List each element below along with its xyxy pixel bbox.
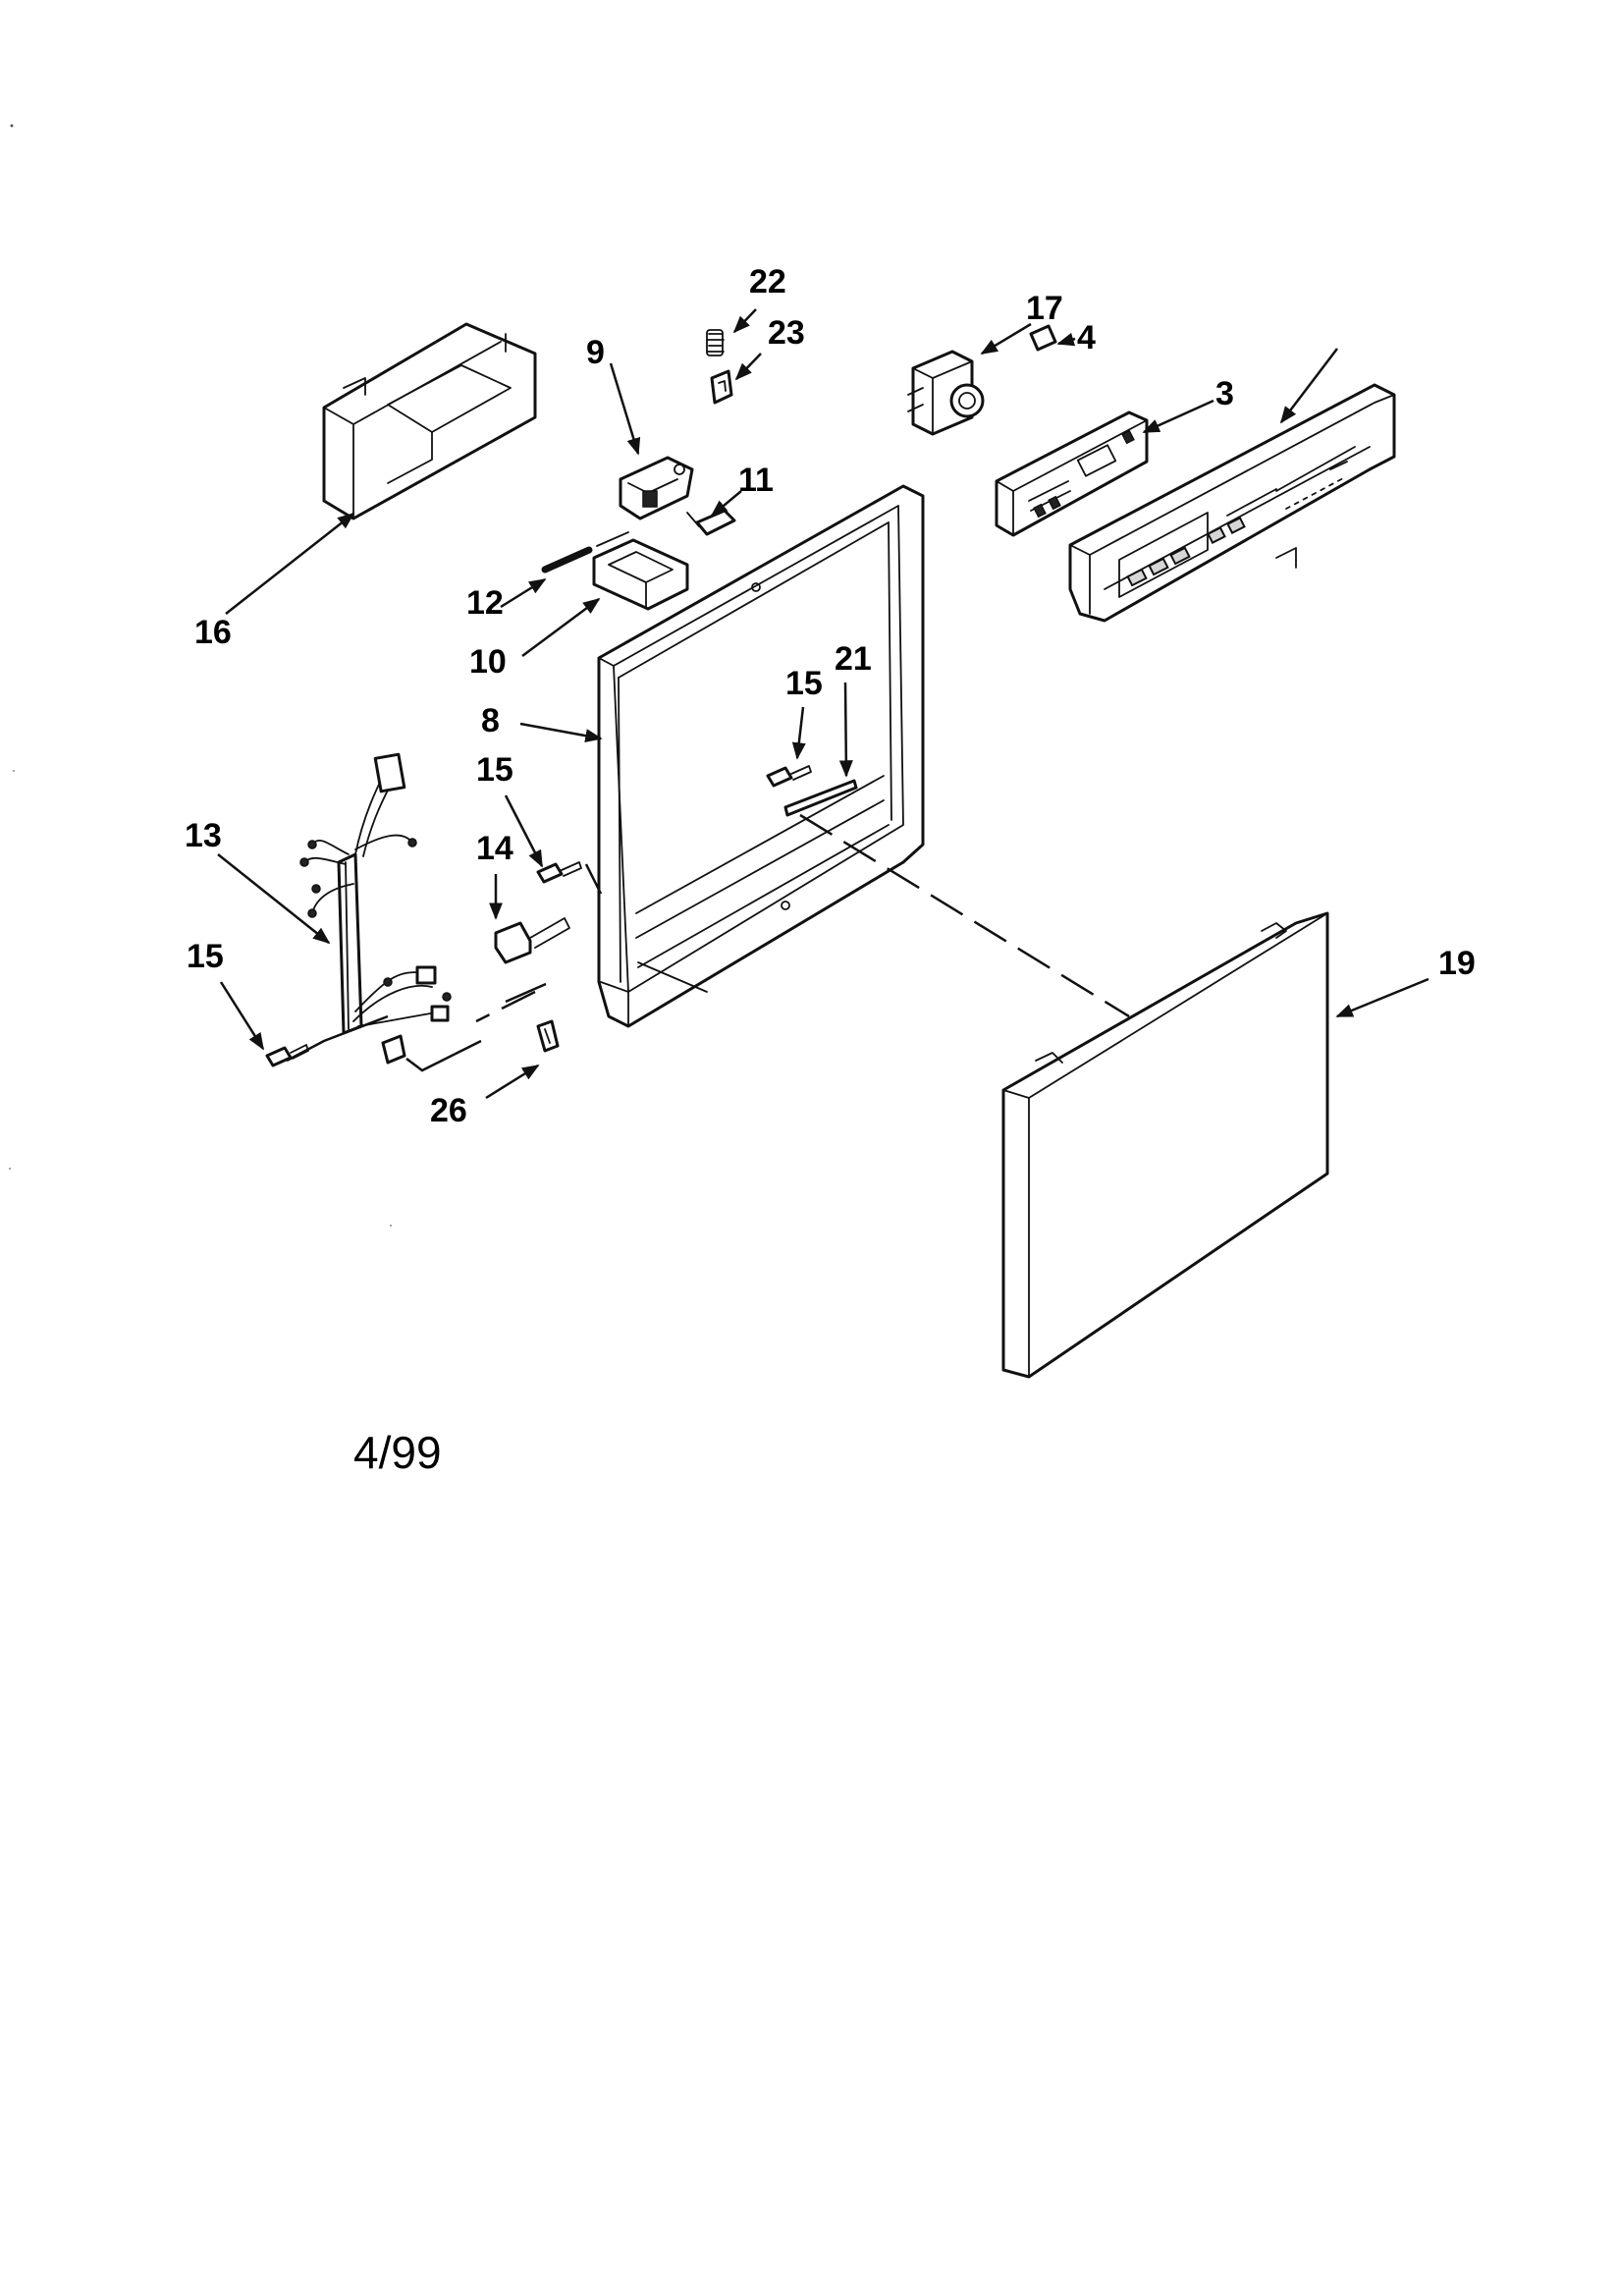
part-9-door-latch: [619, 456, 694, 520]
callout-10: 10: [469, 643, 507, 681]
callout-23: 23: [768, 314, 805, 352]
part-13-wire-harness: [299, 752, 452, 1065]
alignment-lines: [286, 813, 1130, 1072]
callout-14: 14: [476, 830, 513, 867]
callout-17: 17: [1026, 290, 1063, 327]
part-8-door-frame: [597, 484, 925, 1028]
leader-arrows: [217, 308, 1429, 1100]
part-4-button: [1029, 324, 1057, 352]
part-3-control-board: [995, 410, 1149, 537]
part-14-connector: [494, 917, 570, 964]
console-panel: [1068, 383, 1396, 623]
callout-9: 9: [586, 334, 605, 371]
callout-3: 3: [1215, 375, 1234, 412]
callout-4: 4: [1077, 319, 1096, 356]
callout-15-upper: 15: [785, 665, 823, 702]
part-17-selector-switch: [907, 350, 985, 436]
callout-15-lower: 15: [187, 938, 224, 975]
part-16-vent-cover: [322, 322, 537, 520]
part-22-spring: [706, 329, 725, 356]
callout-8: 8: [481, 702, 500, 739]
part-15-screw-middle: [536, 861, 582, 884]
callout-13: 13: [185, 817, 222, 854]
callout-12: 12: [466, 584, 504, 622]
callout-21: 21: [835, 640, 872, 678]
part-15-screw-upper: [766, 765, 812, 788]
callout-15-middle: 15: [476, 751, 513, 789]
callout-16: 16: [194, 614, 232, 651]
part-23-clip: [710, 369, 733, 405]
part-11-latch-switch: [686, 509, 736, 536]
part-21-strip: [783, 779, 858, 817]
callout-26: 26: [430, 1092, 467, 1129]
callout-11: 11: [738, 462, 774, 499]
callout-19: 19: [1438, 945, 1476, 982]
part-12-pin: [541, 531, 629, 574]
part-10-latch-housing: [592, 538, 689, 611]
part-15-screw-lower: [265, 1044, 309, 1067]
part-26-clip: [536, 1019, 560, 1053]
callout-labels: 22 23 17 4 3 9 11 12 10 16 8 15 21 15 14…: [185, 263, 1476, 1129]
callout-22: 22: [749, 263, 786, 301]
date-code: 4/99: [353, 1427, 442, 1478]
part-19-door-panel: [1001, 911, 1329, 1379]
scan-specks: [9, 124, 392, 1227]
